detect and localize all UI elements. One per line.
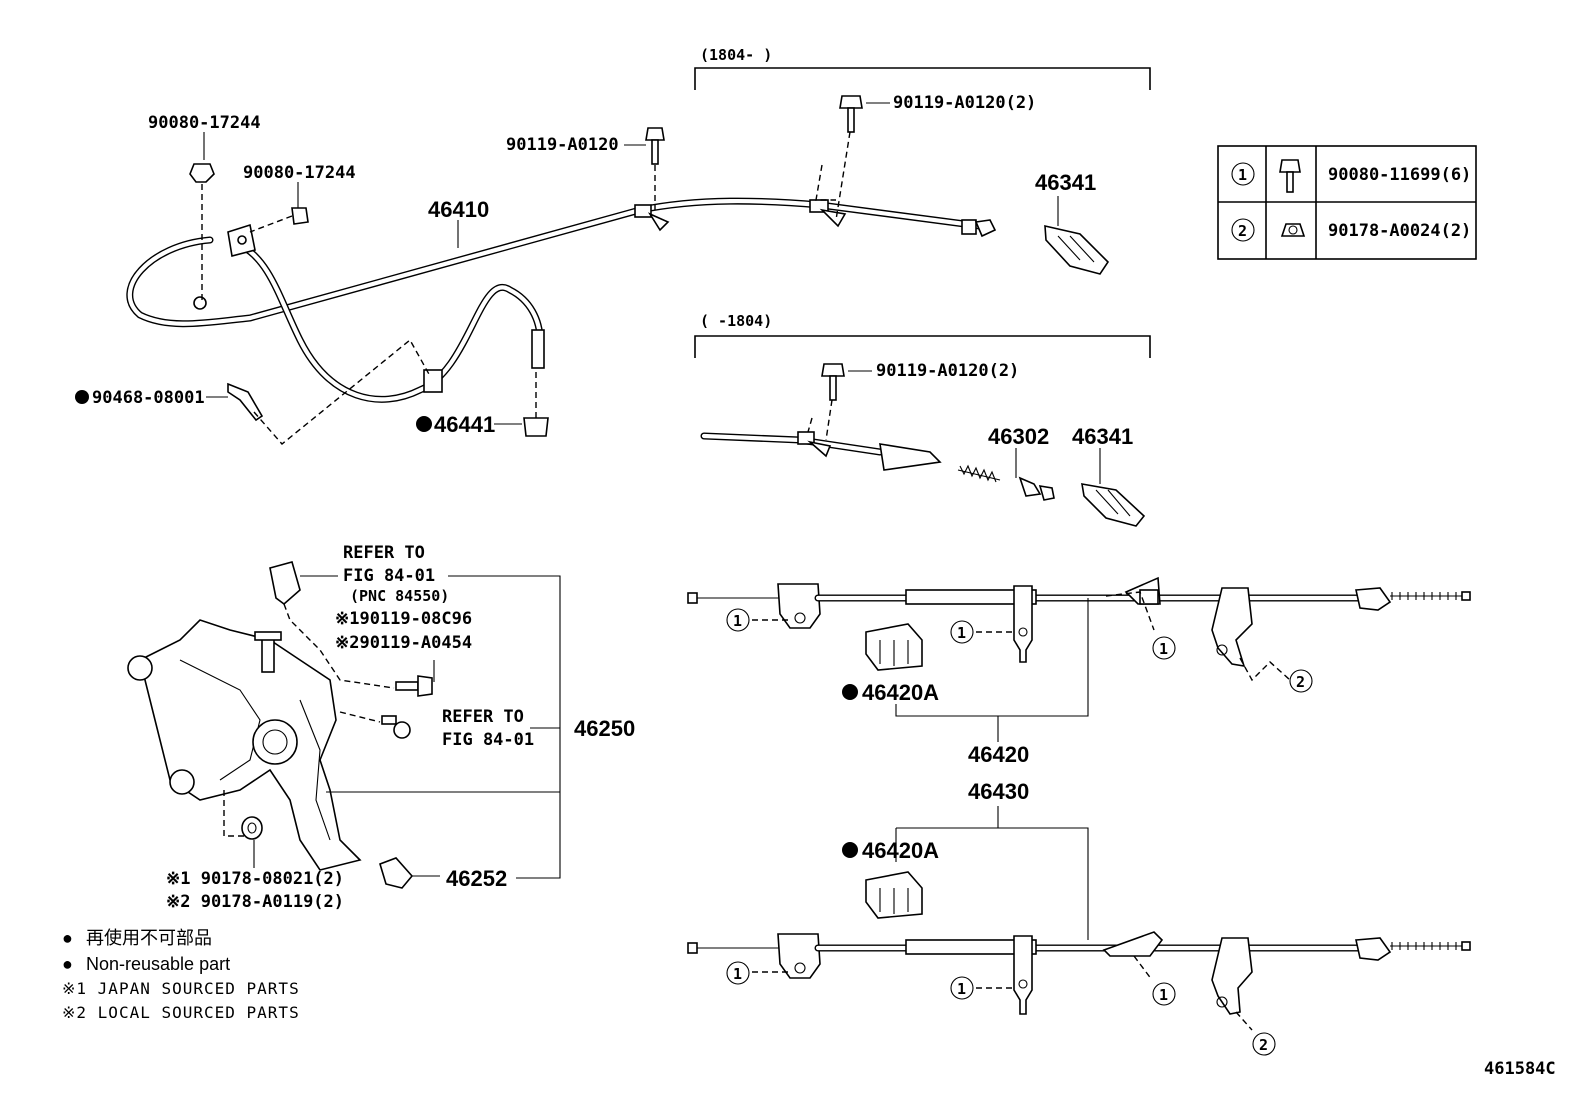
part-label-46420: 46420 [968, 742, 1029, 767]
legend-bullet: ● [62, 954, 73, 974]
circle-marker-1 [726, 608, 750, 632]
svg-text:1: 1 [1238, 166, 1247, 184]
circle-marker-2 [1289, 669, 1313, 693]
svg-text:1: 1 [1159, 986, 1168, 1004]
refer-to-label-2b[interactable]: FIG 84-01 [442, 730, 534, 750]
circle-marker-1 [726, 961, 750, 985]
svg-text:2: 2 [1259, 1036, 1268, 1054]
nut-refer-fig [381, 715, 411, 739]
part-label-90119-a0120-2-mid: 90119-A0120(2) [876, 361, 1019, 381]
svg-text:1: 1 [733, 612, 742, 630]
part-label-90468-08001: 90468-08001 [92, 388, 205, 408]
nut-90080-17244-b [291, 207, 309, 225]
nonreusable-bullet-icon [842, 684, 858, 700]
nut-90080-17244-a [189, 163, 215, 183]
legend-table: 1 90080-11699(6) 2 90178-A0024(2) [1217, 145, 1477, 260]
refer-to-label-2a[interactable]: REFER TO [442, 707, 524, 727]
legend-local-sourced: ※2 LOCAL SOURCED PARTS [62, 1003, 300, 1022]
part-label-46420a-top: 46420A [862, 680, 939, 705]
circle-marker-2 [1252, 1032, 1276, 1056]
svg-text:2: 2 [1296, 673, 1305, 691]
legend-bullet: ● [62, 928, 73, 948]
note-label-nut-1: ※1 90178-08021(2) [166, 869, 344, 889]
cable-end-old [700, 431, 942, 471]
pedal-assembly-46250 [127, 561, 362, 871]
grommet-46441 [523, 417, 549, 437]
legend-japan-sourced: ※1 JAPAN SOURCED PARTS [62, 979, 300, 998]
reference-code: 461584C [1484, 1059, 1556, 1079]
cable-assembly-46410 [126, 197, 997, 437]
range-bracket-new [694, 67, 1151, 90]
legend-part-1: 90080-11699(6) [1328, 165, 1471, 185]
stay-46420a-bot [865, 871, 923, 919]
part-label-90119-a0120-2-top: 90119-A0120(2) [893, 93, 1036, 113]
circle-marker-2 [1231, 218, 1255, 242]
part-label-90080-17244-b: 90080-17244 [243, 163, 356, 183]
svg-text:1: 1 [1159, 640, 1168, 658]
part-label-46430: 46430 [968, 779, 1029, 804]
part-label-46420a-bot: 46420A [862, 838, 939, 863]
svg-text:1: 1 [733, 965, 742, 983]
bolt-90119-a0120-mid [821, 363, 845, 401]
part-label-46341-top: 46341 [1035, 170, 1096, 195]
range-label-old: ( -1804) [700, 312, 772, 330]
legend-nonreusable-jp: 再使用不可部品 [86, 928, 212, 948]
switch-46252 [379, 857, 414, 889]
note-label-nut-2: ※2 90178-A0119(2) [166, 892, 344, 912]
nonreusable-bullet-icon [842, 842, 858, 858]
stay-46420a-top [865, 623, 923, 671]
bolt-90119-a0120 [645, 127, 665, 165]
nonreusable-bullet-icon [416, 416, 432, 432]
svg-text:1: 1 [957, 980, 966, 998]
cable-46430 [687, 931, 1471, 1015]
spring-46302 [957, 464, 1055, 501]
legend-part-2: 90178-A0024(2) [1328, 221, 1471, 241]
range-bracket-old [694, 335, 1151, 358]
nut-icon [1280, 223, 1306, 237]
refer-to-label-1a[interactable]: REFER TO [343, 543, 425, 563]
bolt-90119-08c96 [395, 675, 433, 697]
refer-to-label-1b[interactable]: FIG 84-01 [343, 566, 435, 586]
nut-90178-08021 [241, 816, 263, 840]
clip-46341-top [1044, 224, 1110, 275]
part-label-46252: 46252 [446, 866, 507, 891]
circle-marker-1 [1152, 636, 1176, 660]
part-label-46341-mid: 46341 [1072, 424, 1133, 449]
circle-marker-1 [1152, 982, 1176, 1006]
note-label-bolt-1: ※190119-08C96 [335, 609, 472, 629]
circle-marker-1 [1231, 162, 1255, 186]
part-label-90119-a0120: 90119-A0120 [506, 135, 619, 155]
svg-text:1: 1 [957, 624, 966, 642]
circle-marker-1 [950, 976, 974, 1000]
bracket-refer-fig [269, 561, 301, 606]
note-label-bolt-2: ※290119-A0454 [335, 633, 472, 653]
circle-marker-1 [950, 620, 974, 644]
legend-nonreusable-en: Non-reusable part [86, 954, 230, 974]
part-label-46250: 46250 [574, 716, 635, 741]
svg-text:2: 2 [1238, 222, 1247, 240]
pin-90468-08001 [227, 382, 264, 422]
part-label-46302: 46302 [988, 424, 1049, 449]
part-label-90080-17244-a: 90080-17244 [148, 113, 261, 133]
part-label-46441: 46441 [434, 412, 495, 437]
bolt-90119-a0120-top [839, 95, 863, 133]
legend-notes: ● 再使用不可部品 ● Non-reusable part ※1 JAPAN S… [62, 928, 300, 1022]
pnc-label: (PNC 84550) [350, 587, 449, 605]
cable-46420 [687, 576, 1471, 668]
clip-46341-mid [1081, 483, 1146, 527]
nonreusable-bullet-icon [75, 390, 89, 404]
bolt-icon [1279, 159, 1301, 193]
range-label-new: (1804- ) [700, 46, 772, 64]
part-label-46410: 46410 [428, 197, 489, 222]
